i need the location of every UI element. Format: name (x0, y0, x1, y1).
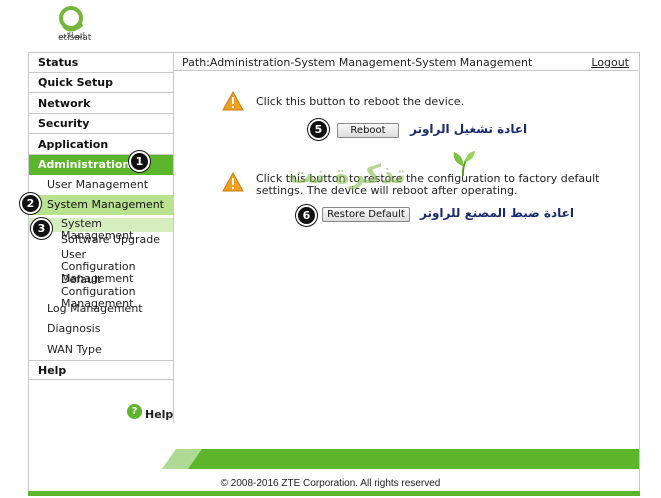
copyright-text: © 2008-2016 ZTE Corporation. All rights … (220, 478, 441, 489)
breadcrumb: Path:Administration-System Management-Sy… (182, 56, 533, 69)
etisalat-logo: اتصالات (59, 6, 85, 40)
nav-administration[interactable]: Administration (29, 155, 173, 175)
path-bar: Path:Administration-System Management-Sy… (174, 53, 639, 71)
nav-security[interactable]: Security (29, 114, 173, 134)
reboot-description: Click this button to reboot the device. (256, 95, 465, 108)
nav-application[interactable]: Application (29, 135, 173, 155)
nav-software-upgrade[interactable]: Software Upgrade (61, 233, 161, 246)
annotation-badge-3: 3 (31, 218, 52, 239)
nav-diagnosis[interactable]: Diagnosis (47, 322, 101, 335)
footer-stripe (162, 449, 639, 469)
svg-text:اتصالات: اتصالات (59, 31, 85, 40)
nav-user-management[interactable]: User Management (47, 178, 149, 191)
help-link[interactable]: Help (145, 408, 174, 421)
footer-bar (28, 491, 640, 496)
restore-arabic-label: اعادة ضبط المصنع للراوتر (420, 206, 574, 220)
annotation-badge-6: 6 (296, 205, 317, 226)
logout-link[interactable]: Logout (591, 56, 629, 69)
annotation-badge-2: 2 (20, 193, 41, 214)
restore-description-line2: settings. The device will reboot after o… (256, 184, 518, 197)
annotation-badge-1: 1 (129, 151, 150, 172)
nav-sub-system-management[interactable]: System Management (29, 218, 173, 242)
reboot-button[interactable]: Reboot (337, 123, 399, 138)
nav-default-config-management[interactable]: Default Configuration Management (61, 273, 136, 310)
help-icon[interactable]: ? (127, 404, 142, 419)
nav-user-config-management[interactable]: User Configuration Management (61, 248, 136, 285)
reboot-arabic-label: اعادة تشغيل الراوتر (410, 122, 528, 136)
nav-system-management[interactable]: System Management (29, 195, 173, 215)
leaf-icon (453, 151, 475, 177)
warning-icon (222, 91, 244, 111)
nav-help[interactable]: Help (29, 360, 173, 380)
restore-default-button[interactable]: Restore Default (322, 207, 410, 222)
watermark-text: تذكرة نت (288, 160, 406, 190)
nav-network[interactable]: Network (29, 94, 173, 114)
warning-icon (222, 172, 244, 192)
sidebar: Status Quick Setup Network Security Appl… (29, 53, 174, 423)
nav-quick-setup[interactable]: Quick Setup (29, 73, 173, 93)
nav-status[interactable]: Status (29, 53, 173, 73)
brand-name: etisalat (58, 33, 92, 43)
nav-wan-type[interactable]: WAN Type (47, 343, 102, 356)
nav-log-management[interactable]: Log Management (47, 302, 143, 315)
restore-description-line1: Click this button to restore the configu… (256, 172, 600, 185)
annotation-badge-5: 5 (308, 119, 329, 140)
